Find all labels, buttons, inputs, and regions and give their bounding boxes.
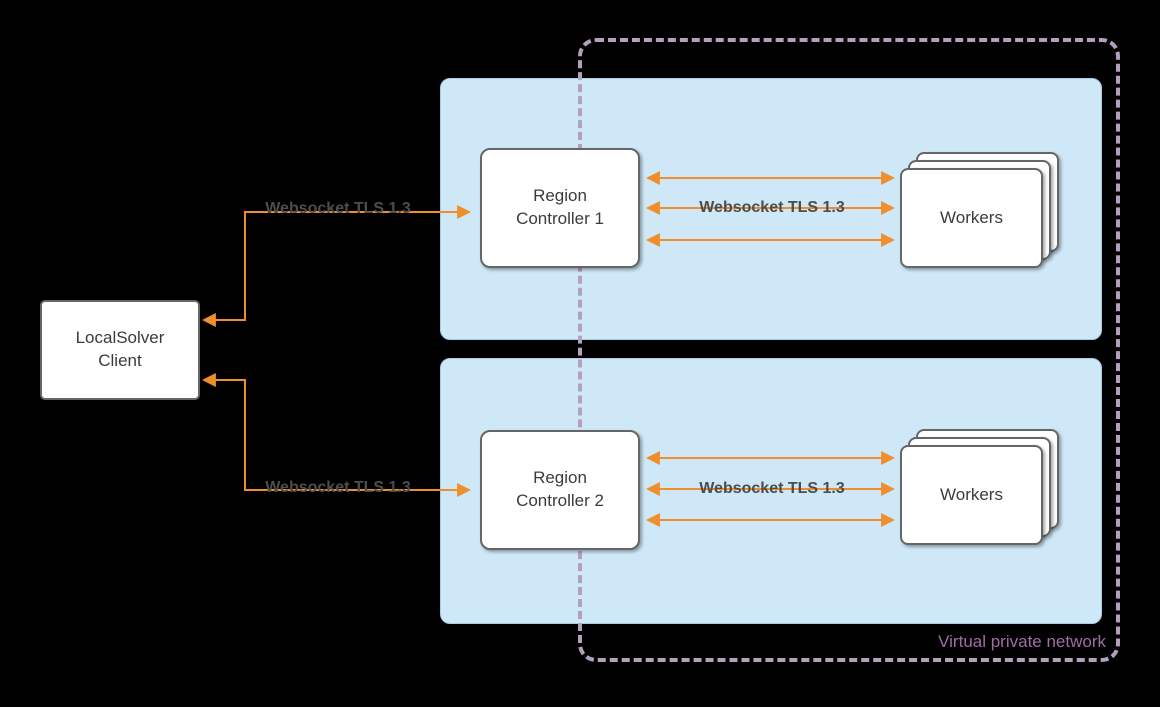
node-region-controller-2-label: Region Controller 2 <box>516 468 604 510</box>
edge-label-rc2-workers: Websocket TLS 1.3 <box>699 480 845 497</box>
node-workers-2-label: Workers <box>940 485 1003 504</box>
edge-label-client-rc2: Websocket TLS 1.3 <box>265 479 411 496</box>
node-workers-2: Workers <box>900 429 1059 545</box>
vpn-label: Virtual private network <box>938 632 1106 651</box>
vpn-boundary: Virtual private network <box>578 38 1120 662</box>
node-region-controller-1-label: Region Controller 1 <box>516 186 604 228</box>
node-workers-1-label: Workers <box>940 208 1003 227</box>
edge-label-client-rc1: Websocket TLS 1.3 <box>265 200 411 217</box>
node-localsolver-client-label: LocalSolver Client <box>75 328 165 370</box>
node-region-controller-2: Region Controller 2 <box>480 430 640 550</box>
edge-client-rc2 <box>201 373 472 497</box>
edge-client-rc1 <box>201 205 472 327</box>
node-region-controller-1: Region Controller 1 <box>480 148 640 268</box>
edge-label-rc1-workers: Websocket TLS 1.3 <box>699 199 845 216</box>
workers-1-card-front: Workers <box>900 168 1043 268</box>
workers-2-card-front: Workers <box>900 445 1043 545</box>
node-localsolver-client: LocalSolver Client <box>40 300 200 400</box>
node-workers-1: Workers <box>900 152 1059 268</box>
